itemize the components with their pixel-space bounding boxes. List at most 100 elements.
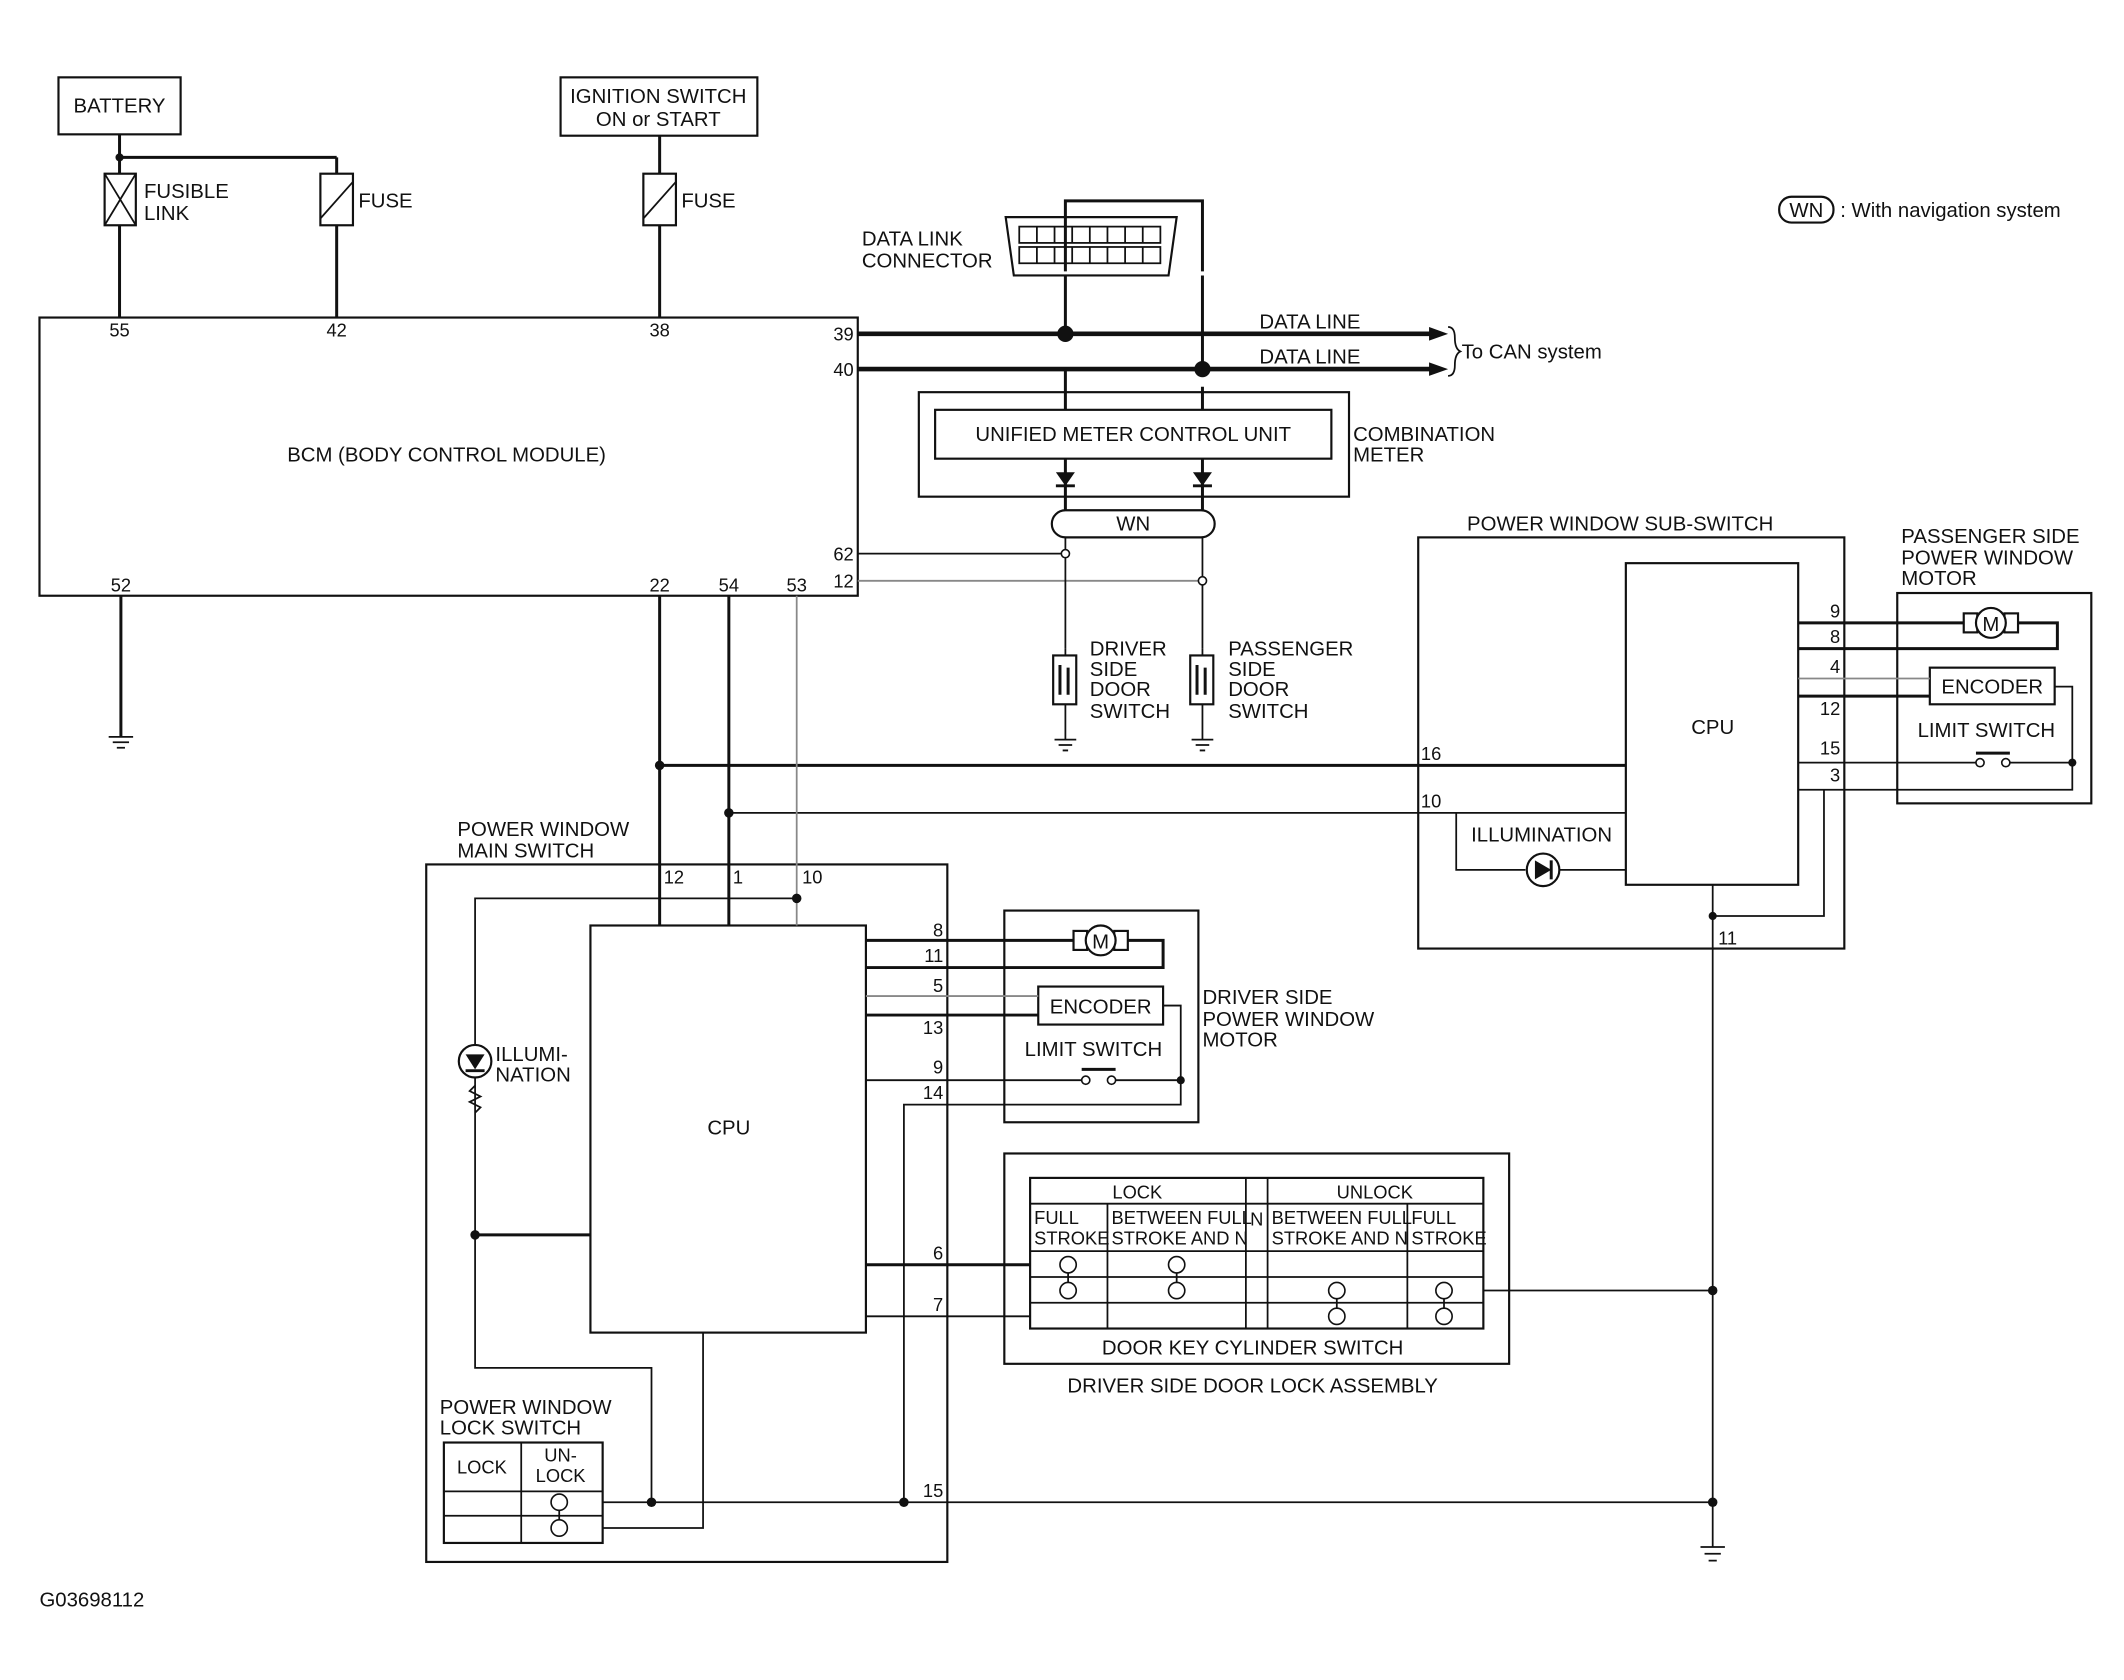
contact-icon: [1435, 1281, 1453, 1326]
battery-label: BATTERY: [74, 96, 166, 118]
power-supply-section: BATTERY IGNITION SWITCH ON or START FUSI…: [57, 76, 759, 318]
passenger-encoder-label: ENCODER: [1941, 676, 2043, 698]
terminal-label: 42: [326, 320, 346, 341]
door-key-cylinder-label: DOOR KEY CYLINDER SWITCH: [1102, 1337, 1403, 1359]
terminal-label: 62: [833, 543, 853, 564]
terminal-label: 8: [1830, 626, 1840, 647]
sub-switch-label: POWER WINDOW SUB-SWITCH: [1467, 514, 1773, 536]
unlock-column-label-2: LOCK: [536, 1465, 586, 1486]
column-label: BETWEEN FULL: [1112, 1207, 1252, 1228]
door-key-cylinder-table: [1029, 1176, 1485, 1330]
passenger-door-switch-label: PASSENGER: [1228, 638, 1353, 660]
n-header: N: [1250, 1208, 1263, 1229]
terminal-label: 5: [933, 975, 943, 996]
data-line-label: DATA LINE: [1259, 311, 1360, 333]
main-illumination-label-1: ILLUMI-: [495, 1044, 567, 1066]
fuse-label: FUSE: [358, 191, 412, 213]
column-label: STROKE: [1034, 1227, 1109, 1248]
fusible-link-icon: [103, 172, 137, 227]
passenger-door-switch-label: DOOR: [1228, 679, 1289, 701]
terminal-label: 11: [1718, 927, 1737, 948]
terminal-label: 3: [1830, 765, 1840, 786]
passenger-door-switch-label: SIDE: [1228, 659, 1275, 681]
terminal-label: 12: [833, 571, 853, 592]
main-illumination-label-2: NATION: [495, 1065, 570, 1087]
sub-switch-cpu: [1624, 562, 1800, 886]
terminal-label: 12: [1820, 698, 1840, 719]
lock-switch-table: [442, 1441, 604, 1545]
data-line-label: DATA LINE: [1259, 347, 1360, 369]
terminal-label: 52: [111, 575, 131, 596]
data-link-label-1: DATA LINK: [862, 229, 963, 251]
combination-meter: UNIFIED METER CONTROL UNIT: [917, 369, 1351, 498]
sub-illumination-label: ILLUMINATION: [1471, 824, 1612, 846]
terminal-label: 12: [664, 866, 684, 887]
column-label: BETWEEN FULL: [1272, 1207, 1412, 1228]
column-label: FULL: [1411, 1207, 1456, 1228]
contact-icon: [1327, 1281, 1346, 1326]
battery-box: [57, 76, 182, 136]
ground-icon: [108, 735, 134, 749]
passenger-motor-label: PASSENGER SIDE: [1901, 526, 2079, 548]
column-label: STROKE AND N: [1112, 1227, 1248, 1248]
passenger-motor-label: POWER WINDOW: [1901, 548, 2074, 570]
combination-meter-label-1: COMBINATION: [1353, 424, 1495, 446]
terminal-label: 9: [933, 1056, 943, 1077]
passenger-door-switch-icon: [1189, 648, 1215, 752]
ignition-label-1: IGNITION SWITCH: [570, 86, 746, 108]
fuse-icon: [319, 172, 355, 227]
wn-option-label: WN: [1116, 514, 1150, 536]
fusible-link-label-1: FUSIBLE: [144, 181, 229, 203]
terminal-label: 40: [833, 359, 853, 380]
terminal-label: 16: [1421, 743, 1441, 764]
fusible-link-label-2: LINK: [144, 203, 190, 225]
terminal-label: 22: [649, 575, 669, 596]
driver-door-switch-label: DOOR: [1090, 679, 1151, 701]
terminal-label: 14: [923, 1082, 943, 1103]
column-label: STROKE AND N: [1272, 1227, 1408, 1248]
fuse-label: FUSE: [681, 191, 735, 213]
lock-switch-label-1: POWER WINDOW: [440, 1397, 613, 1419]
svg-text:M: M: [1982, 614, 1999, 636]
bcm-label: BCM (BODY CONTROL MODULE): [287, 444, 606, 466]
bcm: BCM (BODY CONTROL MODULE) 55 42 38 39 40…: [38, 316, 859, 597]
contact-icon: [1167, 1255, 1186, 1300]
motor-icon: M: [1962, 606, 2020, 639]
terminal-label: 55: [109, 320, 129, 341]
motor-icon: M: [1072, 924, 1129, 957]
main-switch-cpu-label: CPU: [707, 1117, 750, 1139]
passenger-door-switch-label: SWITCH: [1228, 701, 1308, 723]
combination-meter-label-2: METER: [1353, 444, 1424, 466]
driver-door-switch-label: SIDE: [1090, 659, 1137, 681]
contact-icon: [1059, 1255, 1078, 1300]
terminal-label: 54: [719, 575, 739, 596]
unlock-header: UNLOCK: [1337, 1181, 1413, 1202]
terminal-label: 7: [933, 1294, 943, 1315]
figure-code: G03698112: [39, 1590, 144, 1612]
terminal-label: 1: [733, 866, 743, 887]
lock-switch-label-2: LOCK SWITCH: [440, 1417, 581, 1439]
to-can-label: To CAN system: [1462, 341, 1602, 363]
legend-description: : With navigation system: [1840, 200, 2060, 222]
terminal-label: 38: [649, 320, 669, 341]
data-link-label-2: CONNECTOR: [862, 250, 993, 272]
lock-header: LOCK: [1112, 1181, 1162, 1202]
terminal-label: 8: [933, 919, 943, 940]
terminal-label: 15: [923, 1480, 943, 1501]
driver-encoder-label: ENCODER: [1050, 997, 1152, 1019]
sub-switch-cpu-label: CPU: [1691, 717, 1734, 739]
terminal-label: 10: [1421, 790, 1441, 811]
lock-column-label: LOCK: [457, 1457, 507, 1478]
driver-door-switch-label: DRIVER: [1090, 638, 1167, 660]
driver-motor-label: MOTOR: [1202, 1029, 1277, 1051]
terminal-label: 11: [924, 945, 943, 966]
column-label: FULL: [1034, 1207, 1079, 1228]
fuse-icon: [642, 172, 678, 227]
illumination-led-icon: [457, 1043, 493, 1114]
passenger-motor-label: MOTOR: [1901, 568, 1976, 590]
svg-text:M: M: [1092, 932, 1109, 954]
unlock-column-label-1: UN-: [544, 1445, 577, 1466]
terminal-label: 4: [1830, 656, 1840, 677]
ignition-switch-box: [559, 76, 759, 137]
contact-icon: [550, 1493, 569, 1537]
